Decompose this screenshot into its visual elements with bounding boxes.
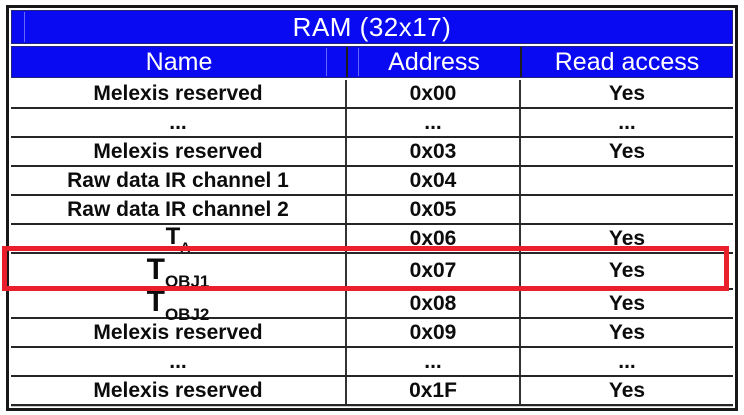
cell-read-access: Yes bbox=[608, 259, 646, 282]
cell-name: Raw data IR channel 2 bbox=[11, 196, 347, 223]
table-title-row: RAM (32x17) bbox=[11, 10, 733, 44]
cell-address: 0x03 bbox=[347, 138, 521, 165]
table-row: TA 0x06 Yes bbox=[11, 225, 733, 254]
table-row: Melexis reserved 0x1F Yes bbox=[11, 377, 733, 406]
table-row: TOBJ2 0x08 Yes bbox=[11, 287, 733, 323]
cell-address: 0x00 bbox=[347, 80, 521, 107]
cell-address: 0x09 bbox=[347, 319, 521, 346]
cell-name: Melexis reserved bbox=[11, 377, 347, 404]
cell-read-access: Yes bbox=[608, 291, 646, 315]
cell-name: TA bbox=[11, 225, 347, 254]
faint-gridline bbox=[24, 12, 25, 42]
cell-read-access bbox=[521, 196, 733, 223]
cell-read-access: Yes bbox=[608, 226, 646, 250]
cell-read-access: Yes bbox=[608, 81, 646, 105]
faint-gridline bbox=[326, 48, 327, 76]
cell-read-access: Yes bbox=[608, 139, 646, 163]
column-header-name: Name bbox=[12, 47, 348, 77]
table-row: Raw data IR channel 1 0x04 bbox=[11, 167, 733, 196]
cell-name: Melexis reserved bbox=[11, 319, 347, 346]
table-row: Melexis reserved 0x03 Yes bbox=[11, 138, 733, 167]
cell-address: 0x05 bbox=[347, 196, 521, 223]
cell-address: 0x04 bbox=[347, 167, 521, 194]
cell-address: 0x08 bbox=[347, 290, 521, 317]
cell-address: ... bbox=[347, 109, 521, 136]
cell-name: Raw data IR channel 1 bbox=[11, 167, 347, 194]
table-row: Melexis reserved 0x09 Yes bbox=[11, 319, 733, 348]
cell-read-access: ... bbox=[618, 110, 636, 134]
faint-gridline bbox=[358, 48, 359, 76]
cell-address: 0x06 bbox=[347, 225, 521, 252]
table-row: ... ... ... bbox=[11, 348, 733, 377]
cell-name: TOBJ2 bbox=[11, 287, 347, 323]
table-row: Melexis reserved 0x00 Yes bbox=[11, 80, 733, 109]
table-row: Raw data IR channel 2 0x05 bbox=[11, 196, 733, 225]
ram-table: RAM (32x17) Name Address Read access Mel… bbox=[6, 5, 738, 411]
cell-name: Melexis reserved bbox=[11, 80, 347, 107]
cell-name: TOBJ1 bbox=[11, 254, 347, 290]
cell-name: ... bbox=[11, 109, 347, 136]
cell-read-access: Yes bbox=[608, 320, 646, 344]
cell-address: 0x07 bbox=[347, 254, 521, 288]
table-title: RAM (32x17) bbox=[292, 11, 452, 42]
cell-read-access: ... bbox=[618, 349, 636, 373]
table-body: Melexis reserved 0x00 Yes ... ... ... Me… bbox=[11, 80, 733, 406]
cell-name: ... bbox=[11, 348, 347, 375]
cell-read-access bbox=[521, 167, 733, 194]
cell-address: 0x1F bbox=[347, 377, 521, 404]
cell-address: ... bbox=[347, 348, 521, 375]
table-row: ... ... ... bbox=[11, 109, 733, 138]
table-row-highlighted: TOBJ1 0x07 Yes bbox=[11, 254, 733, 290]
column-header-address: Address bbox=[348, 47, 522, 77]
cell-name: Melexis reserved bbox=[11, 138, 347, 165]
column-header-read-access: Read access bbox=[554, 47, 700, 76]
cell-read-access: Yes bbox=[608, 378, 646, 402]
table-header-row: Name Address Read access bbox=[11, 46, 733, 78]
